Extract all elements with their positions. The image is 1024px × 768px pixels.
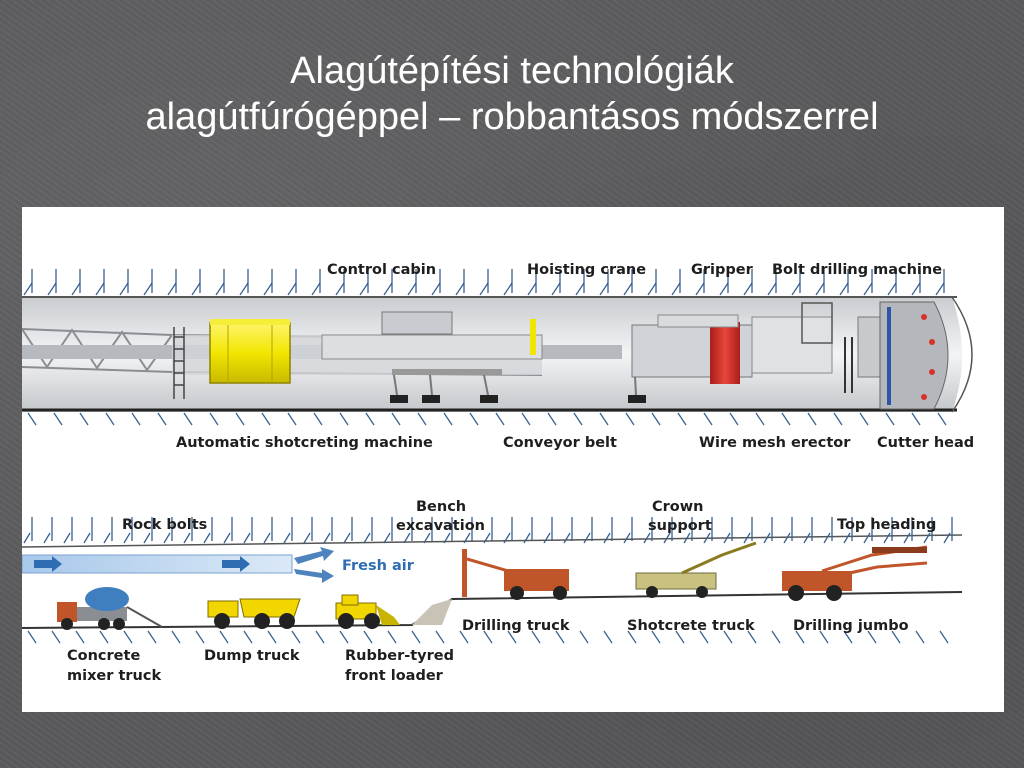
label-loader-2: front loader bbox=[345, 668, 444, 684]
tbm-section: Control cabin Hoisting crane Gripper Bol… bbox=[22, 262, 974, 451]
slide-title: Alagútépítési technológiák alagútfúrógép… bbox=[0, 48, 1024, 140]
label-dump-truck: Dump truck bbox=[204, 648, 300, 664]
label-drilling-truck: Drilling truck bbox=[462, 618, 570, 634]
label-fresh-air: Fresh air bbox=[342, 558, 415, 574]
shotcrete-truck bbox=[635, 541, 757, 598]
label-loader-1: Rubber-tyred bbox=[345, 648, 454, 664]
label-crown-2: support bbox=[648, 518, 712, 534]
rock-bolts-hatch bbox=[23, 517, 953, 544]
drilling-truck bbox=[462, 549, 569, 600]
cutter-head bbox=[879, 296, 973, 413]
label-control-cabin: Control cabin bbox=[327, 262, 436, 278]
label-conveyor-belt: Conveyor belt bbox=[503, 435, 617, 451]
tunnel-diagram: Control cabin Hoisting crane Gripper Bol… bbox=[22, 207, 1004, 712]
label-drilling-jumbo: Drilling jumbo bbox=[793, 618, 909, 634]
bolt-drilling-machine bbox=[751, 302, 881, 393]
shotcreting-machine bbox=[209, 319, 291, 384]
rock-hatch-bottom bbox=[27, 412, 947, 426]
label-bench-1: Bench bbox=[416, 499, 466, 515]
muck-pile bbox=[412, 599, 452, 625]
label-rock-bolts: Rock bolts bbox=[122, 517, 207, 533]
label-crown-1: Crown bbox=[652, 499, 703, 515]
label-wire-mesh-erector: Wire mesh erector bbox=[699, 435, 851, 451]
rock-hatch-top bbox=[23, 269, 945, 296]
gripper bbox=[631, 314, 753, 384]
control-cabin bbox=[321, 311, 543, 375]
label-shotcreting-machine: Automatic shotcreting machine bbox=[176, 435, 433, 451]
title-line-2: alagútfúrógéppel – robbantásos módszerre… bbox=[145, 96, 879, 138]
label-bench-2: excavation bbox=[396, 518, 485, 534]
floor-hatch bbox=[27, 630, 949, 644]
label-shotcrete-truck: Shotcrete truck bbox=[627, 618, 755, 634]
label-hoisting-crane: Hoisting crane bbox=[527, 262, 646, 278]
label-mixer-1: Concrete bbox=[67, 648, 140, 664]
title-line-1: Alagútépítési technológiák bbox=[290, 50, 734, 92]
ventilation-duct bbox=[22, 554, 293, 574]
tunnel-diagram-svg: Control cabin Hoisting crane Gripper Bol… bbox=[22, 262, 974, 684]
label-bolt-drilling-machine: Bolt drilling machine bbox=[772, 262, 942, 278]
ladder bbox=[173, 327, 185, 399]
blasting-section: Fresh air bbox=[22, 499, 963, 684]
label-mixer-2: mixer truck bbox=[67, 668, 161, 684]
label-top-heading: Top heading bbox=[837, 517, 936, 533]
concrete-mixer-truck bbox=[57, 587, 163, 630]
dump-truck bbox=[207, 598, 301, 629]
front-loader bbox=[335, 594, 400, 629]
label-gripper: Gripper bbox=[691, 262, 754, 278]
gantry-wheels bbox=[390, 395, 646, 403]
air-arrows bbox=[34, 547, 334, 583]
label-cutter-head: Cutter head bbox=[877, 435, 974, 451]
drilling-jumbo bbox=[782, 545, 928, 601]
